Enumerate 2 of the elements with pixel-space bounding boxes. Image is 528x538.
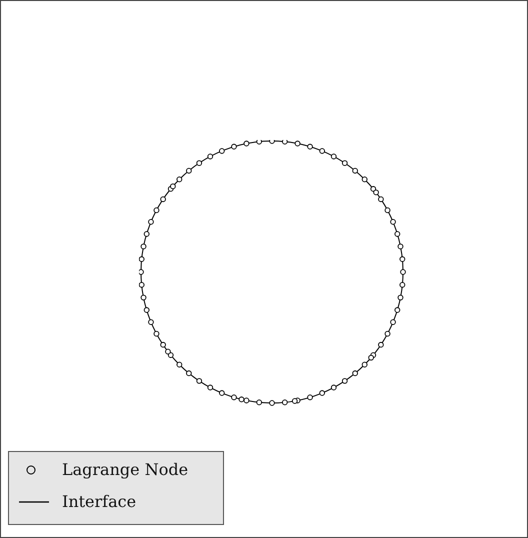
legend-label: Lagrange Node bbox=[62, 460, 188, 479]
legend-label: Interface bbox=[62, 492, 136, 511]
